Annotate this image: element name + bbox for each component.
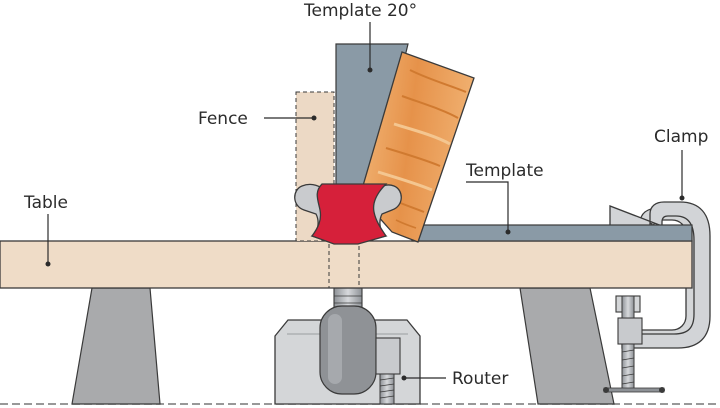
router xyxy=(274,287,421,405)
label-template: Template xyxy=(465,161,544,181)
leader-dot-template-20 xyxy=(367,67,373,73)
leader-dot-table xyxy=(45,261,51,267)
label-template-20: Template 20° xyxy=(303,1,417,21)
label-router: Router xyxy=(452,369,508,389)
leader-dot-fence xyxy=(311,115,317,121)
table-top xyxy=(0,240,693,289)
leader-template xyxy=(466,181,509,232)
clamp xyxy=(603,201,711,393)
label-table: Table xyxy=(23,193,68,213)
leader-dot-router xyxy=(401,375,407,381)
leader-dot-clamp xyxy=(679,195,685,201)
label-fence: Fence xyxy=(198,109,248,129)
table-leg-left xyxy=(71,287,161,405)
router-bit xyxy=(294,183,402,245)
label-clamp: Clamp xyxy=(654,127,708,147)
leader-dot-template xyxy=(505,229,511,235)
table-leg-right xyxy=(519,287,615,405)
template-flat xyxy=(411,224,693,242)
